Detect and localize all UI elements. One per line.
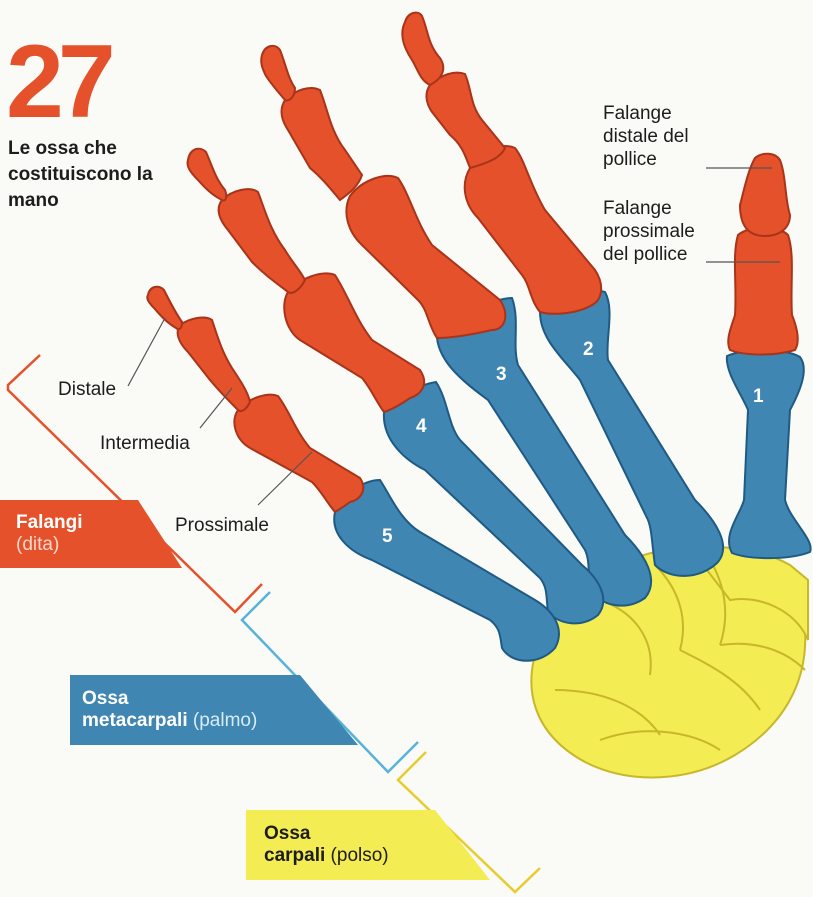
carpals-name-line1: Ossa: [264, 823, 461, 845]
metacarpal-number-2: 2: [583, 339, 594, 360]
label-intermediate: Intermedia: [100, 432, 190, 455]
carpals-tag: Ossa carpali (polso): [246, 810, 461, 880]
carpals-note: (polso): [331, 845, 389, 866]
label-thumb-distal: Falange distale del pollice: [603, 102, 708, 171]
label-distal: Distale: [58, 378, 116, 401]
metacarpals-name-line2: metacarpali: [82, 710, 188, 731]
label-proximal: Prossimale: [175, 514, 269, 537]
ring-distal-phalanx: [187, 149, 226, 201]
metacarpals-tag: Ossa metacarpali (palmo): [70, 675, 330, 745]
heading-subtitle: Le ossa che costituiscono la mano: [8, 136, 178, 214]
little-proximal-phalanx: [234, 395, 363, 512]
label-thumb-proximal: Falange prossimale del pollice: [603, 197, 708, 266]
metacarpal-number-5: 5: [382, 526, 393, 547]
metacarpals-name-line1: Ossa: [82, 688, 330, 710]
metacarpal-2: [540, 291, 723, 576]
carpals-name-line2: carpali: [264, 845, 325, 866]
little-distal-phalanx: [147, 287, 182, 329]
middle-intermediate-phalanx: [282, 88, 362, 200]
bone-count: 27: [6, 30, 110, 134]
middle-distal-phalanx: [261, 46, 295, 101]
phalanges-note: (dita): [16, 534, 150, 556]
thumb-distal-phalanx: [740, 154, 790, 236]
index-distal-phalanx: [402, 13, 443, 85]
metacarpals-note: (palmo): [193, 710, 257, 731]
phalanges-name: Falangi: [16, 512, 150, 534]
ring-intermediate-phalanx: [219, 189, 305, 293]
phalanges-tag: Falangi (dita): [0, 500, 150, 568]
index-intermediate-phalanx: [426, 73, 505, 168]
thumb-phalanges: [728, 154, 798, 355]
metacarpal-number-3: 3: [496, 364, 507, 385]
metacarpal-1: [727, 350, 811, 558]
ring-proximal-phalanx: [284, 274, 424, 412]
metacarpal-number-1: 1: [753, 386, 764, 407]
thumb-proximal-phalanx: [728, 228, 798, 355]
little-intermediate-phalanx: [178, 318, 250, 412]
metacarpal-number-4: 4: [416, 416, 427, 437]
